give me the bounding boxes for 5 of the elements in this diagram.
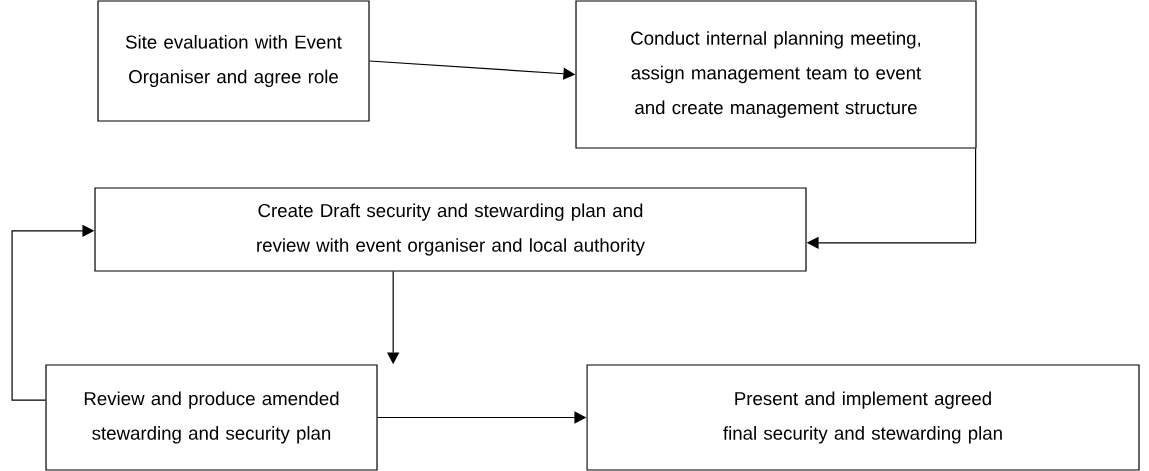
process-box: Site evaluation with Event Organiser and agree role (97, 0, 370, 122)
process-box: Review and produce amended stewarding and security plan (45, 364, 378, 471)
process-box: Create Draft security and stewarding plan and review with event organiser and local authority (94, 187, 807, 272)
process-box: Present and implement agreed final security and stewarding plan (586, 364, 1140, 471)
process-box: Conduct internal planning meeting, assign management team to event and create management structure (575, 0, 977, 149)
